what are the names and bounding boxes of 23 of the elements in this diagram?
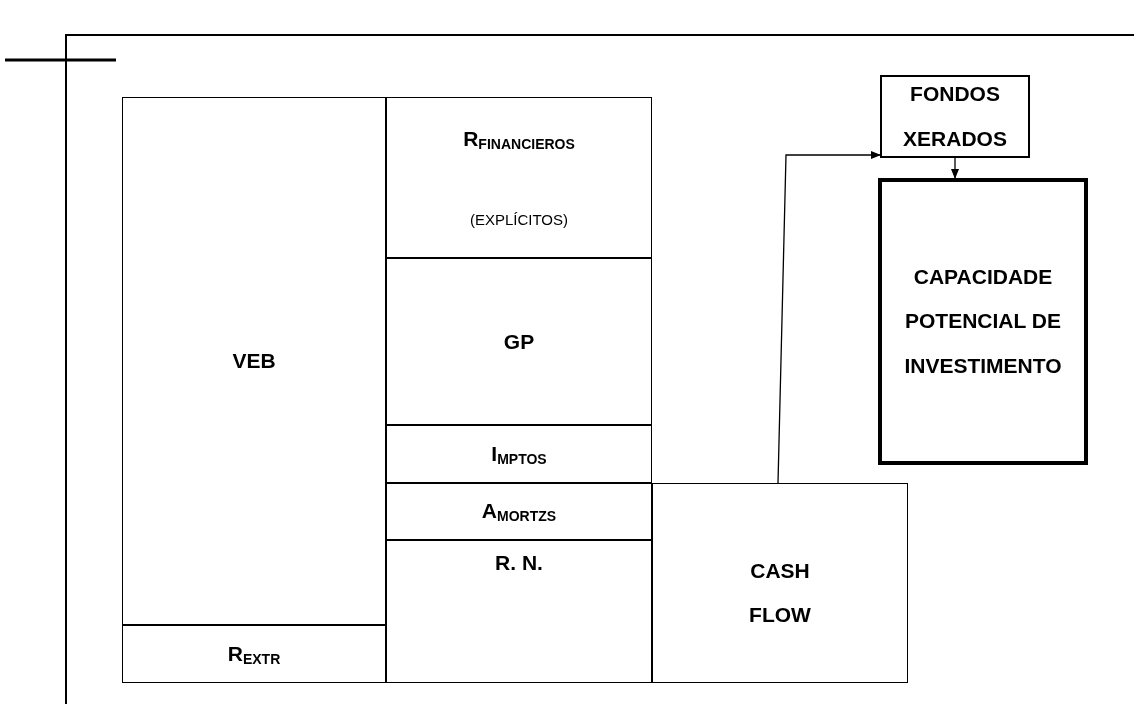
table-cell <box>122 97 386 625</box>
cell-label: I$_{MPTOS}$ <box>491 441 547 467</box>
cell-label: FONDOS XERADOS <box>903 81 1007 152</box>
table-cell <box>880 75 1030 158</box>
table-cell <box>386 258 652 425</box>
table-cell <box>386 97 652 258</box>
cell-label: CASH FLOW <box>749 557 811 628</box>
cell-note: (EXPLÍCITOS) <box>469 210 569 228</box>
table-cell <box>386 540 652 683</box>
table-cell <box>386 425 652 483</box>
cell-label: GP <box>503 329 535 354</box>
arrow <box>951 157 959 179</box>
table-cell <box>878 178 1088 465</box>
table-cell <box>652 483 908 683</box>
table-cell <box>386 483 652 540</box>
cell-label: R$_{FINANCIEROS}$ <box>463 127 575 153</box>
cell-label: A$_{MORTZS}$ <box>481 499 557 524</box>
cell-label: VEB <box>232 349 276 373</box>
cell-label: R$_{EXTR}$ <box>227 641 281 667</box>
table-cell <box>122 625 386 683</box>
cell-label: R. N. <box>495 551 543 575</box>
cell-label: CAPACIDADE POTENCIAL DE INVESTIMENTO <box>904 264 1062 379</box>
arrow <box>777 151 881 484</box>
